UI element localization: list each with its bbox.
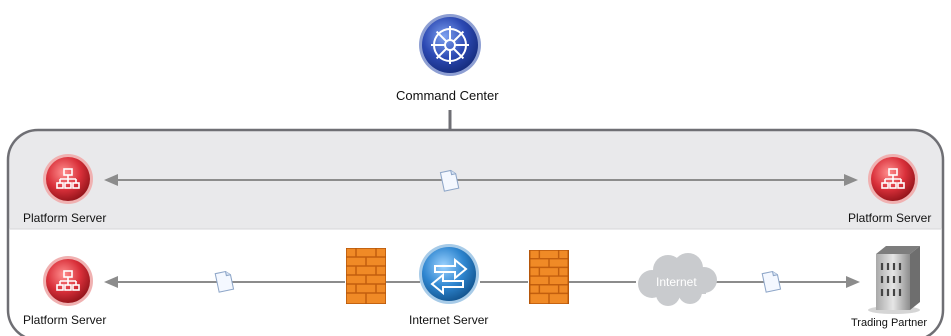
bottom-left-server-label: Platform Server xyxy=(23,313,107,327)
right-firewall-icon xyxy=(529,250,569,304)
top-right-server-label: Platform Server xyxy=(848,211,932,225)
internet-server-label: Internet Server xyxy=(409,313,489,327)
top-left-server-label: Platform Server xyxy=(23,211,107,225)
top-arrowhead-right xyxy=(844,174,858,186)
bottom-arrowhead-left xyxy=(104,276,118,288)
bottom-right-document-icon xyxy=(761,270,782,293)
bottom-left-platform-server-icon xyxy=(43,256,93,306)
trading-partner-label: Trading Partner xyxy=(851,317,928,329)
top-left-platform-server-icon xyxy=(43,154,93,204)
command-center-label: Command Center xyxy=(396,88,499,103)
bottom-left-document-icon xyxy=(214,270,235,293)
command-center-icon xyxy=(419,14,481,76)
internet-cloud-label: Internet xyxy=(656,275,697,289)
outer-frame xyxy=(6,128,945,336)
bottom-arrowhead-right xyxy=(846,276,860,288)
top-right-platform-server-icon xyxy=(868,154,918,204)
left-firewall-icon xyxy=(346,248,386,304)
internet-server-icon xyxy=(419,244,479,304)
internet-cloud-icon xyxy=(638,253,717,306)
top-arrowhead-left xyxy=(104,174,118,186)
trading-partner-building-icon xyxy=(868,246,920,314)
